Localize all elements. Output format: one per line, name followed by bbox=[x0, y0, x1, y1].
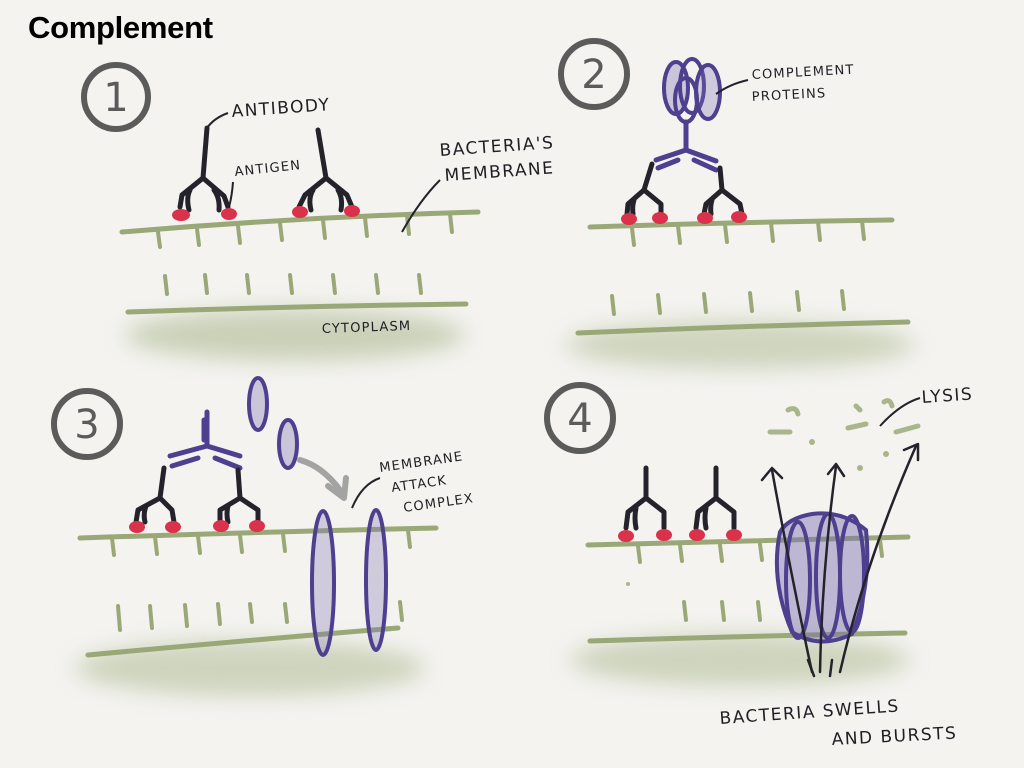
swells-label-line2: AND BURSTS bbox=[831, 723, 958, 750]
inner-membrane-4 bbox=[587, 630, 908, 644]
mac-label-line3: COMPLEX bbox=[402, 491, 475, 516]
lysis-debris bbox=[767, 398, 921, 435]
step-4-circle bbox=[544, 382, 616, 454]
membrane-label-line2: MEMBRANE bbox=[444, 158, 555, 186]
cytoplasm-region-2 bbox=[565, 321, 915, 369]
antibody-pointer bbox=[206, 112, 229, 129]
outer-membrane-lipids-3 bbox=[110, 528, 412, 557]
antibodies-panel-3 bbox=[133, 465, 261, 525]
complement-proteins-cluster bbox=[662, 57, 722, 124]
swells-label-line1: BACTERIA SWELLS bbox=[719, 696, 900, 729]
antigens-panel-2 bbox=[621, 211, 747, 225]
complement-antibody-bridge bbox=[653, 119, 719, 173]
page-title: Complement bbox=[28, 10, 213, 45]
step-1-number: 1 bbox=[103, 75, 128, 121]
complement-label-line2: PROTEINS bbox=[751, 86, 826, 105]
antibodies-panel-2 bbox=[624, 161, 745, 217]
mac-label-line1: MEMBRANE bbox=[378, 449, 464, 476]
antibody-1a bbox=[177, 125, 231, 213]
lysis-pointer bbox=[879, 397, 921, 427]
antibody-label: ANTIBODY bbox=[231, 95, 331, 122]
inner-membrane-lipids-2 bbox=[610, 289, 846, 316]
antigen-pointer bbox=[228, 181, 234, 208]
antigens-panel-4 bbox=[618, 529, 742, 542]
floating-complement-proteins bbox=[247, 376, 299, 470]
lysis-dots bbox=[626, 439, 889, 586]
outer-membrane-lipids-4 bbox=[636, 538, 884, 564]
inner-membrane-3 bbox=[85, 625, 401, 658]
panel-1: 1 bbox=[81, 62, 555, 361]
lysis-arrows bbox=[760, 442, 920, 678]
lysis-label: LYSIS bbox=[921, 384, 974, 408]
outer-membrane-lipids-2 bbox=[630, 219, 866, 247]
outer-membrane bbox=[119, 209, 481, 235]
step-3-circle bbox=[51, 388, 123, 460]
complement-pointer bbox=[715, 79, 749, 95]
outer-membrane-4 bbox=[585, 534, 911, 548]
complement-bridge-3 bbox=[167, 409, 243, 471]
mac-pointer bbox=[351, 477, 381, 509]
inner-membrane-lipids-4 bbox=[682, 600, 762, 622]
antigen-label: ANTIGEN bbox=[234, 158, 302, 180]
cytoplasm-region bbox=[125, 309, 465, 361]
complement-label-line1: COMPLEMENT bbox=[751, 63, 855, 83]
panel-2: 2 bbox=[558, 38, 915, 369]
inner-membrane bbox=[125, 301, 469, 315]
inner-membrane-2 bbox=[575, 319, 911, 336]
membrane-pointer bbox=[401, 179, 441, 233]
step-3-number: 3 bbox=[74, 402, 99, 448]
panel-3: 3 bbox=[51, 376, 475, 696]
step-2-number: 2 bbox=[581, 52, 606, 98]
mac-label-line2: ATTACK bbox=[390, 473, 448, 496]
insertion-arrow bbox=[297, 457, 343, 493]
insertion-arrowhead bbox=[325, 475, 349, 501]
panel-4: 4 bbox=[544, 382, 974, 750]
step-1-circle bbox=[81, 62, 151, 132]
membrane-attack-complex bbox=[310, 508, 388, 657]
step-2-circle bbox=[558, 38, 630, 110]
outer-membrane-3 bbox=[77, 525, 439, 541]
antibody-1b bbox=[296, 127, 355, 213]
outer-membrane-lipids bbox=[156, 212, 454, 249]
antigens-panel-3 bbox=[129, 520, 265, 533]
membrane-label-line1: BACTERIA'S bbox=[439, 133, 555, 161]
step-4-number: 4 bbox=[567, 396, 592, 442]
cytoplasm-label: CYTOPLASM bbox=[322, 319, 412, 337]
inner-membrane-lipids-3 bbox=[116, 600, 404, 632]
cytoplasm-region-3 bbox=[75, 640, 425, 696]
antigens-panel-1 bbox=[172, 205, 360, 221]
cytoplasm-region-4 bbox=[570, 634, 910, 686]
antibodies-panel-4 bbox=[623, 465, 737, 531]
inner-membrane-lipids bbox=[163, 273, 423, 296]
